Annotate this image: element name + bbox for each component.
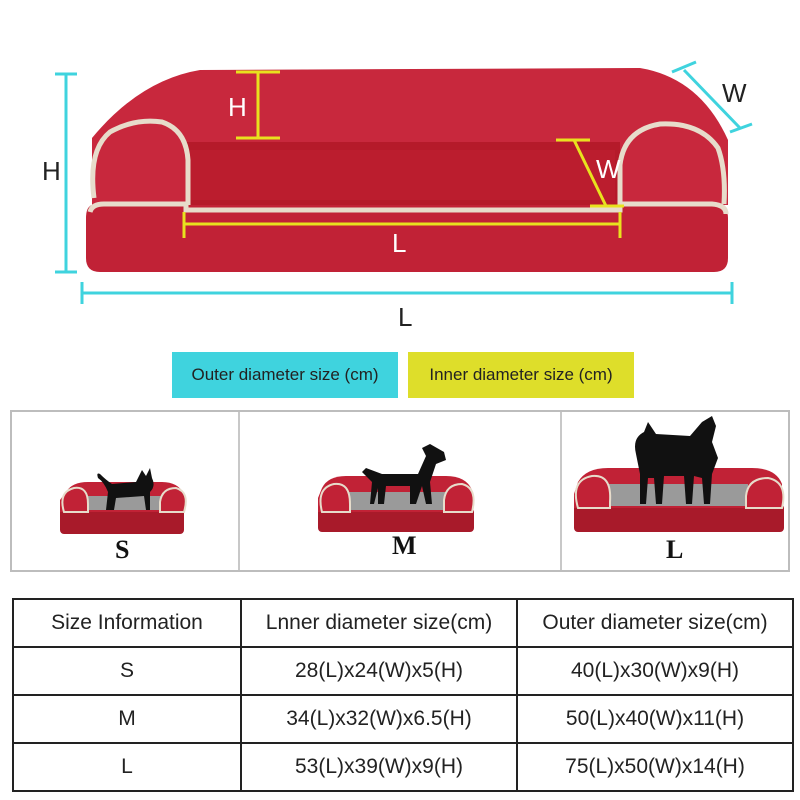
outer-length-label: L: [398, 302, 412, 332]
size-information-table: Size Information Lnner diameter size(cm)…: [12, 598, 794, 792]
size-cell: S: [12, 646, 242, 696]
inner-length-label: L: [392, 228, 406, 258]
inner-size-cell: 53(L)x39(W)x9(H): [240, 742, 518, 792]
size-letter-l: L: [666, 535, 683, 564]
sofa-right-arm: [620, 122, 722, 205]
large-sofa-with-dog-image: L: [574, 416, 785, 564]
outer-height-label: H: [42, 156, 61, 186]
panel-divider: [560, 412, 562, 570]
inner-size-cell: 28(L)x24(W)x5(H): [240, 646, 518, 696]
inner-diameter-legend-text: Inner diameter size (cm): [429, 365, 613, 384]
cat-silhouette-icon: [97, 468, 154, 510]
size-option-s: S: [12, 412, 238, 570]
size-option-m: M: [240, 412, 560, 570]
outer-diameter-legend: Outer diameter size (cm): [172, 352, 398, 398]
outer-size-cell: 50(L)x40(W)x11(H): [516, 694, 794, 744]
size-option-l: L: [562, 412, 788, 570]
outer-diameter-legend-text: Outer diameter size (cm): [191, 365, 379, 384]
inner-size-cell: 34(L)x32(W)x6.5(H): [240, 694, 518, 744]
dog-silhouette-icon: [362, 444, 446, 504]
table-row: L 53(L)x39(W)x9(H) 75(L)x50(W)x14(H): [12, 742, 794, 792]
inner-width-label: W: [596, 154, 621, 184]
sofa-base: [86, 205, 728, 272]
table-row: M 34(L)x32(W)x6.5(H) 50(L)x40(W)x11(H): [12, 694, 794, 744]
table-row: S 28(L)x24(W)x5(H) 40(L)x30(W)x9(H): [12, 646, 794, 696]
header-outer-diameter: Outer diameter size(cm): [516, 598, 794, 648]
header-size-information: Size Information: [12, 598, 242, 648]
table-header-row: Size Information Lnner diameter size(cm)…: [12, 598, 794, 648]
medium-sofa-with-dog-image: M: [318, 444, 475, 560]
header-inner-diameter: Lnner diameter size(cm): [240, 598, 518, 648]
inner-height-label: H: [228, 92, 247, 122]
panel-divider: [238, 412, 240, 570]
size-comparison-panel: S M L: [10, 410, 790, 572]
dog-silhouette-icon: [635, 416, 718, 504]
size-cell: L: [12, 742, 242, 792]
outer-size-cell: 75(L)x50(W)x14(H): [516, 742, 794, 792]
small-sofa-with-cat-image: S: [60, 468, 187, 564]
sofa-left-arm: [92, 118, 188, 205]
outer-size-cell: 40(L)x30(W)x9(H): [516, 646, 794, 696]
size-letter-m: M: [392, 531, 417, 560]
inner-diameter-legend: Inner diameter size (cm): [408, 352, 634, 398]
sofa-dimension-diagram: H L W H W L: [42, 60, 753, 332]
size-cell: M: [12, 694, 242, 744]
size-letter-s: S: [115, 535, 129, 564]
outer-width-label: W: [722, 78, 747, 108]
